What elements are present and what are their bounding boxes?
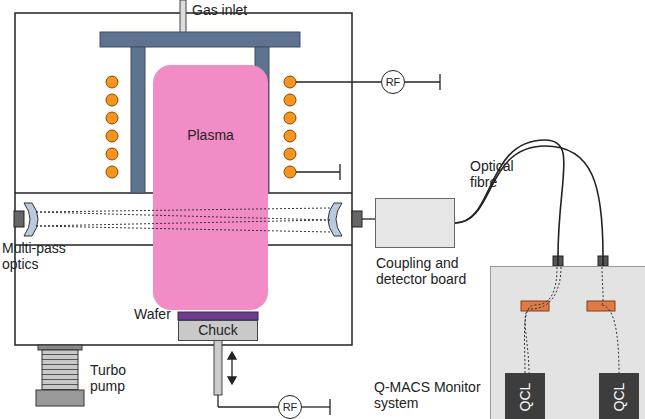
node-label: RF <box>283 401 298 414</box>
part-label: Wafer <box>134 306 178 322</box>
part-label: Turbo pump <box>90 362 140 394</box>
optical-fibre <box>455 140 564 266</box>
node-label: Plasma <box>153 127 268 143</box>
component-box: Chuck <box>178 320 258 341</box>
node-label: QCL <box>611 383 627 412</box>
component-box: Coupling and detector board <box>375 198 455 248</box>
laser-box: QCL <box>599 373 639 419</box>
node-label: Q-MACS Monitor system <box>374 379 486 411</box>
part-label: Optical fibre <box>470 158 530 190</box>
node-label: Chuck <box>198 322 238 338</box>
node-label: QCL <box>517 383 533 412</box>
component-box: Q-MACS Monitor systemQCLQCL <box>490 266 645 419</box>
node-label: Coupling and detector board <box>376 255 488 287</box>
rf-source: RF <box>278 395 302 419</box>
rf-source: RF <box>381 70 405 94</box>
component-box: Plasma <box>153 65 268 310</box>
laser-box: QCL <box>505 373 545 419</box>
node-label: RF <box>386 76 401 89</box>
part-label: Gas inlet <box>192 2 282 18</box>
laser-rays <box>153 65 268 310</box>
part-label: Multi-pass optics <box>2 240 78 272</box>
optical-fibre <box>455 146 603 266</box>
